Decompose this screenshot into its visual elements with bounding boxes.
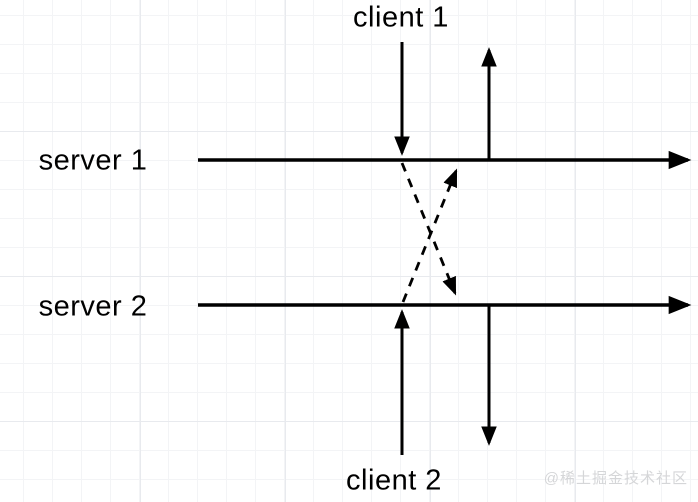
watermark-text: @稀土掘金技术社区 <box>543 470 688 487</box>
label-server-2: server 2 <box>38 290 148 323</box>
server2-to-server1-dashed-arrow <box>401 168 458 303</box>
label-server-1: server 1 <box>38 144 148 177</box>
edges-layer <box>198 42 692 455</box>
label-client-2: client 2 <box>346 464 442 497</box>
label-client-1: client 1 <box>353 1 449 34</box>
server1-to-server2-dashed-arrow <box>400 162 457 296</box>
